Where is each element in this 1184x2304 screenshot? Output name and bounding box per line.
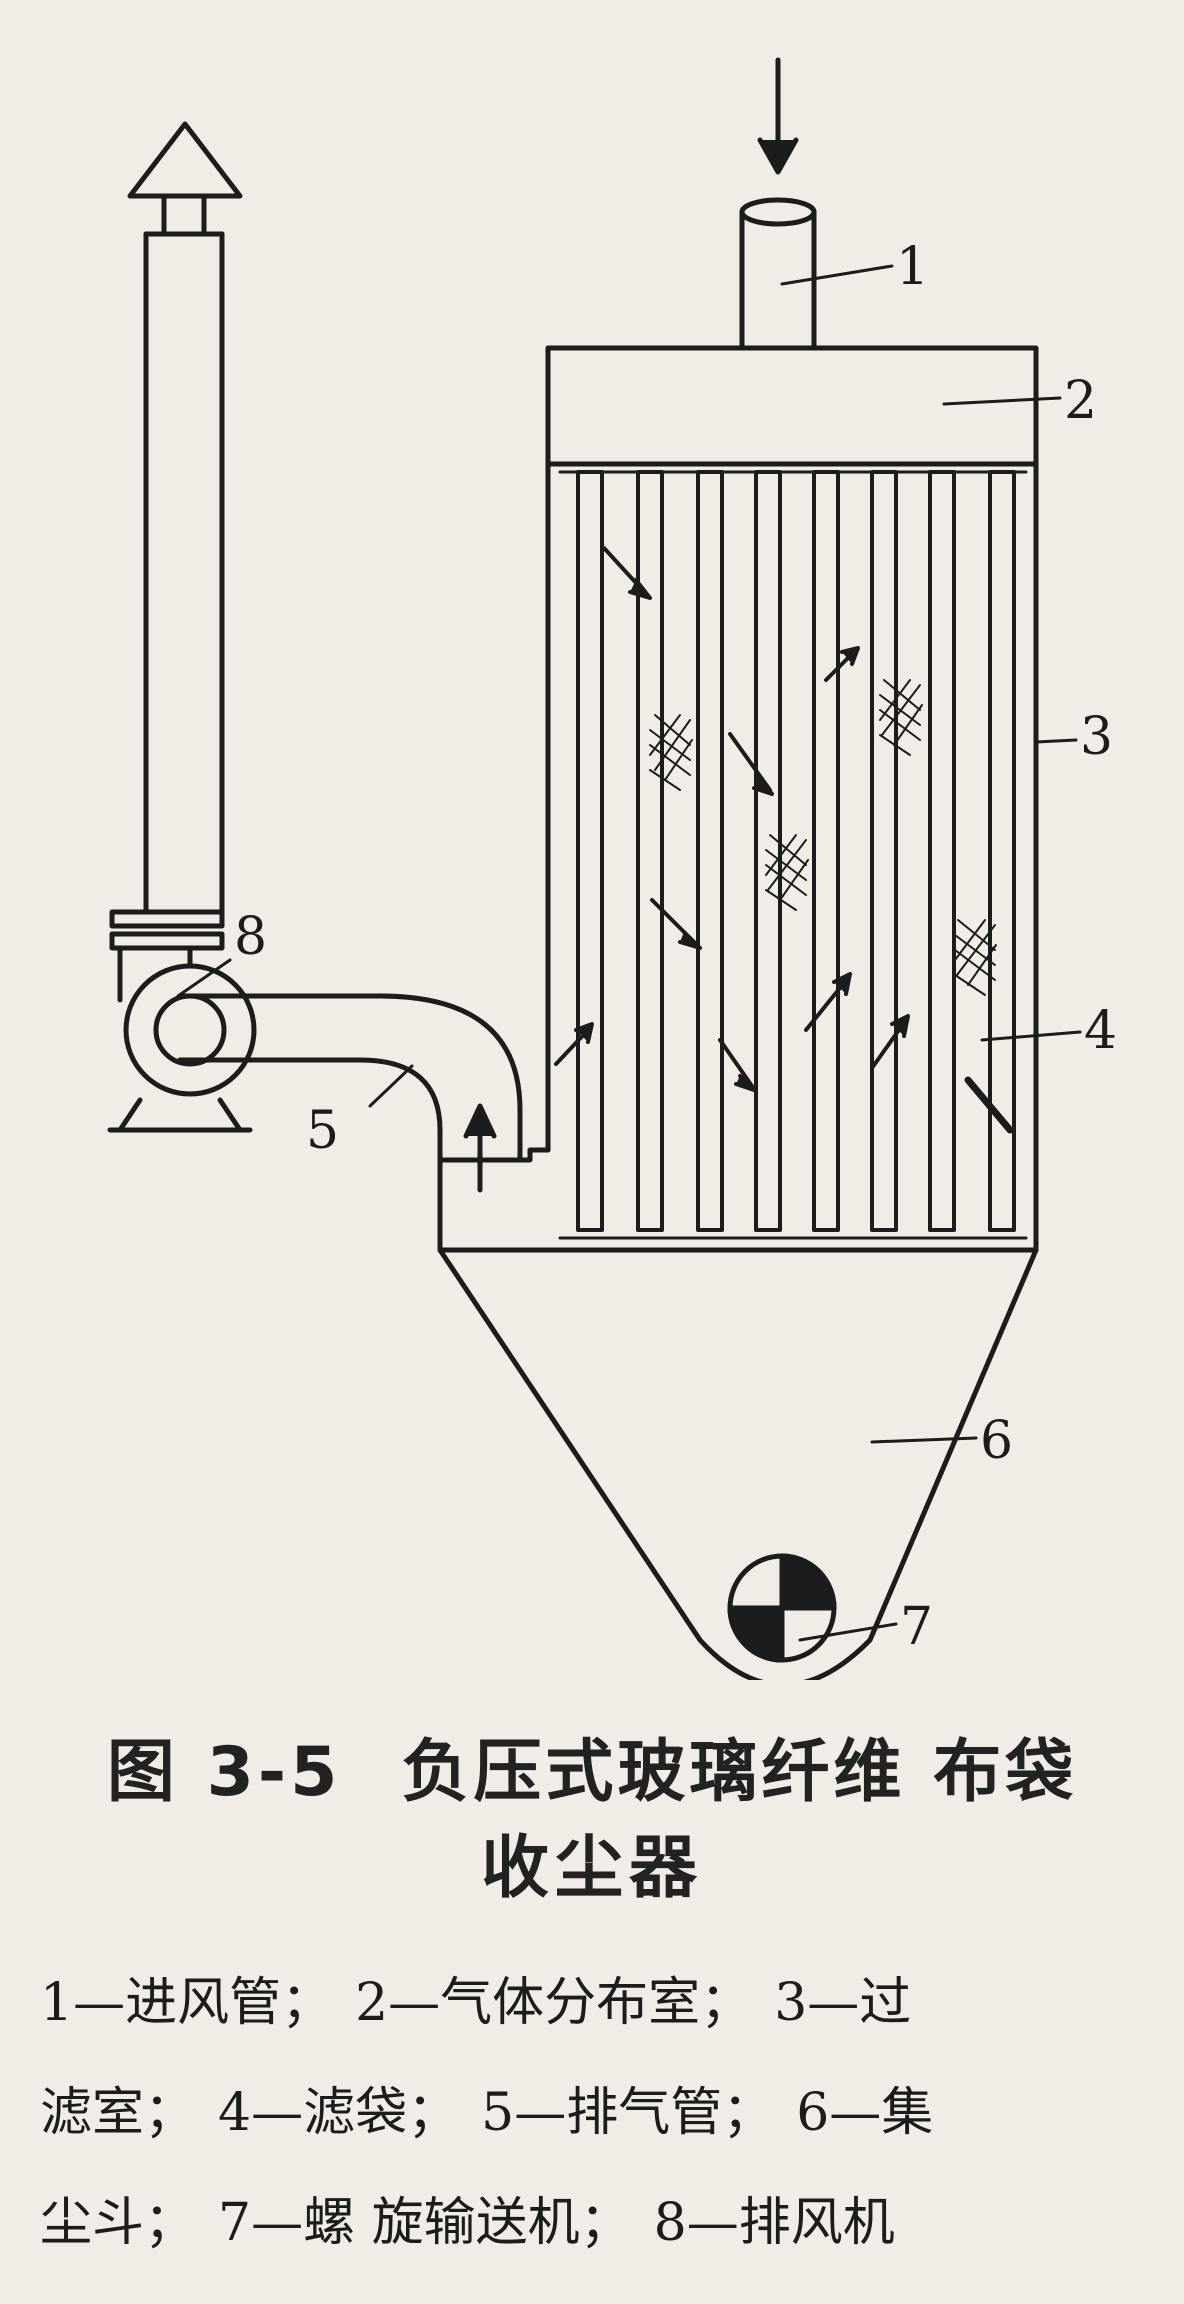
baghouse-diagram: 1 2 3 4 5 6 7 8 (107, 57, 1117, 1680)
callout-leaders (176, 264, 1082, 1642)
legend-item: 2—气体分布室； (355, 1973, 753, 2033)
callout-3: 3 (1080, 707, 1113, 767)
legend-item: 尘斗； (40, 2193, 197, 2253)
callout-8: 8 (234, 907, 267, 967)
legend-item: 滤室； (40, 2083, 197, 2143)
chimney-stack (109, 121, 243, 951)
airflow-arrows (554, 546, 1014, 1134)
exhaust-pipe (177, 993, 523, 1193)
exhaust-fan (107, 947, 257, 1133)
figure-caption-line1: 图 3-5 负压式玻璃纤维 布袋 (0, 1716, 1184, 1815)
figure-number: 图 3-5 (106, 1733, 342, 1812)
legend-item: 7—螺 旋输送机； (218, 2193, 632, 2253)
screw-conveyor (727, 1553, 837, 1663)
figure-title-line2: 收尘器 (480, 1829, 703, 1908)
filter-bags (558, 470, 1028, 1240)
callout-2: 2 (1064, 371, 1097, 431)
dust-patches (649, 679, 997, 996)
legend-line-2: 滤室； 4—滤袋； 5—排气管； 6—集 (40, 2070, 1150, 2145)
legend-item: 5—排气管； (481, 2083, 775, 2143)
legend-item: 6—集 (796, 2083, 934, 2143)
inlet-pipe (739, 57, 817, 351)
legend-line-3: 尘斗； 7—螺 旋输送机； 8—排风机 (40, 2180, 1150, 2255)
callout-1: 1 (896, 237, 929, 297)
callout-6: 6 (980, 1411, 1013, 1471)
legend-line-1: 1—进风管； 2—气体分布室； 3—过 (40, 1960, 1150, 2035)
legend-item: 1—进风管； (40, 1973, 334, 2033)
dust-hopper (437, 1147, 1039, 1680)
legend-item: 3—过 (774, 1973, 912, 2033)
gas-distribution-chamber (545, 345, 1039, 467)
callout-4: 4 (1084, 1001, 1117, 1061)
legend-item: 4—滤袋； (218, 2083, 460, 2143)
figure-title-line1: 负压式玻璃纤维 布袋 (401, 1733, 1078, 1812)
legend-item: 8—排风机 (653, 2193, 895, 2253)
callout-5: 5 (306, 1101, 339, 1161)
callout-7: 7 (900, 1597, 933, 1657)
